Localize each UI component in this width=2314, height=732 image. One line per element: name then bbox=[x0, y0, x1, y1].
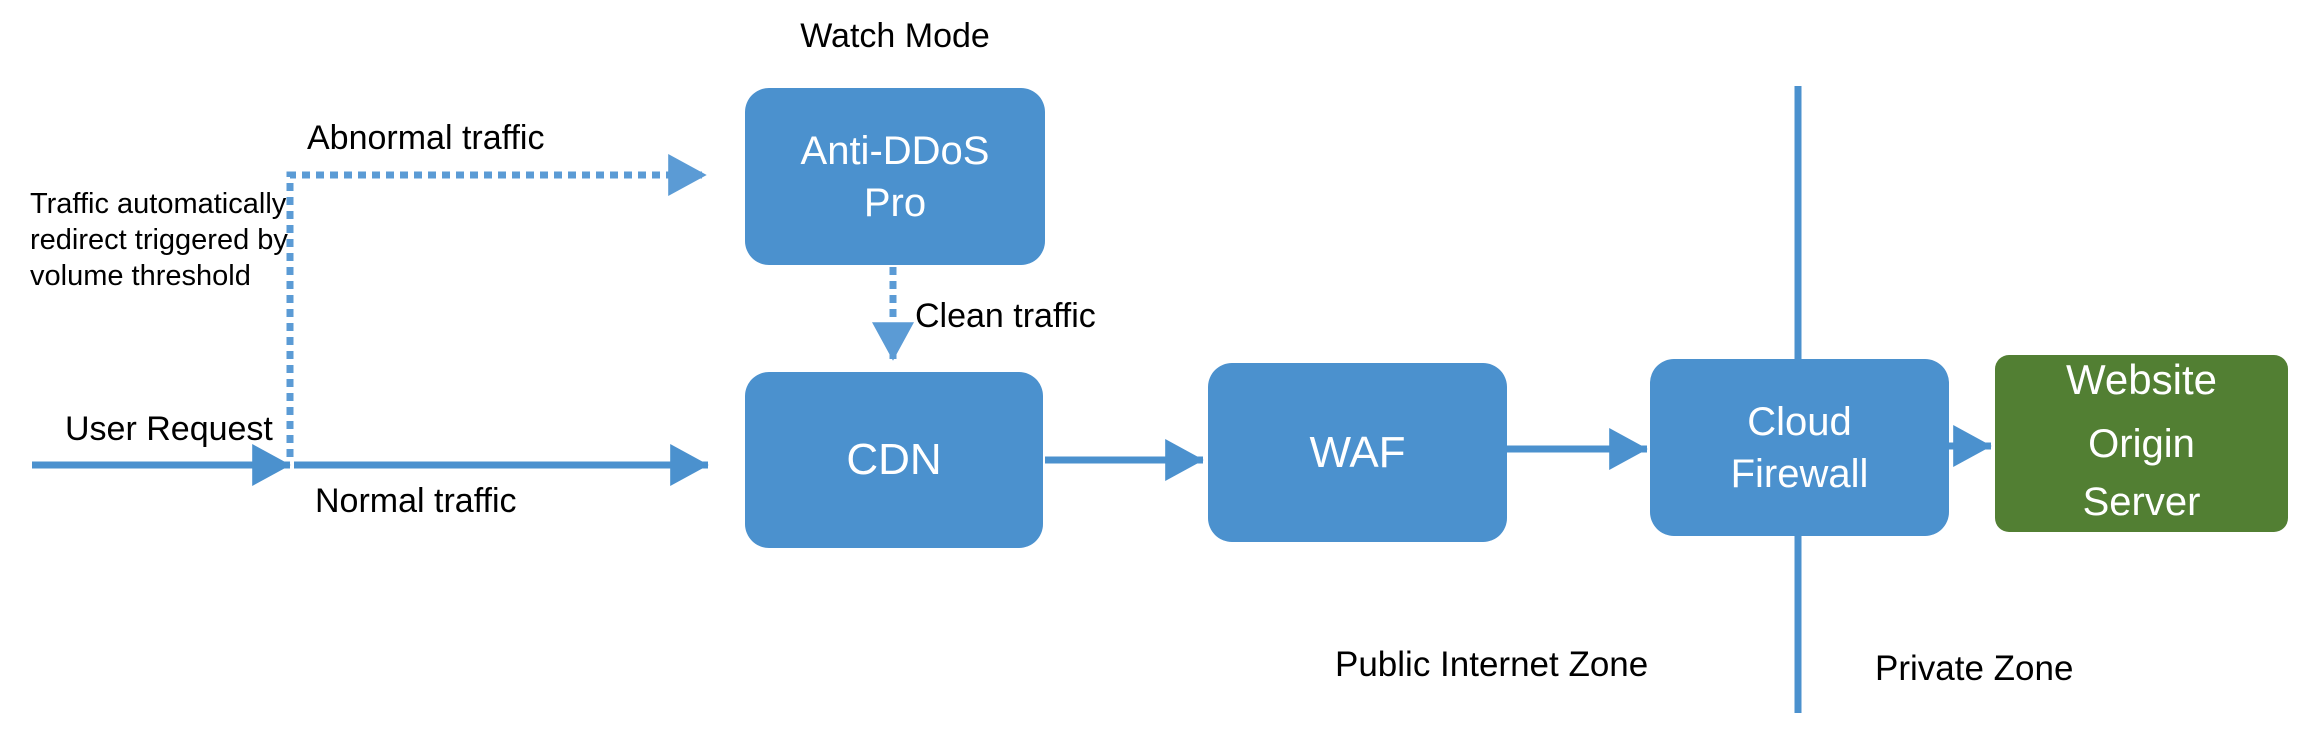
normal-traffic-label: Normal traffic bbox=[315, 482, 517, 520]
abnormal-traffic-label: Abnormal traffic bbox=[307, 119, 545, 157]
node-origin-server-label-origin-server: Origin Server bbox=[2082, 421, 2201, 524]
private-zone-label: Private Zone bbox=[1875, 649, 2074, 688]
node-cloud-firewall-label: Cloud Firewall bbox=[1730, 399, 1869, 496]
public-internet-zone-label: Public Internet Zone bbox=[1335, 645, 1649, 684]
node-cloud-firewall: Cloud Firewall bbox=[1650, 359, 1949, 536]
node-anti-ddos-pro-label: Anti-DDoS Pro bbox=[800, 128, 990, 225]
node-waf-label: WAF bbox=[1309, 427, 1406, 477]
clean-traffic-label: Clean traffic bbox=[915, 297, 1096, 335]
watch-mode-label: Watch Mode bbox=[800, 17, 990, 55]
node-cdn-label: CDN bbox=[846, 435, 942, 485]
node-cdn: CDN bbox=[745, 372, 1043, 548]
node-origin-server-label-website: Website bbox=[2066, 356, 2217, 404]
redirect-note-label: Traffic automatically redirect triggered… bbox=[30, 188, 288, 292]
node-waf: WAF bbox=[1208, 363, 1507, 542]
node-website-origin-server: Website Origin Server bbox=[1995, 355, 2288, 532]
node-anti-ddos-pro: Anti-DDoS Pro bbox=[745, 88, 1045, 265]
abnormal-traffic-dashed-arrow bbox=[286, 154, 707, 457]
user-request-label: User Request bbox=[65, 410, 273, 448]
